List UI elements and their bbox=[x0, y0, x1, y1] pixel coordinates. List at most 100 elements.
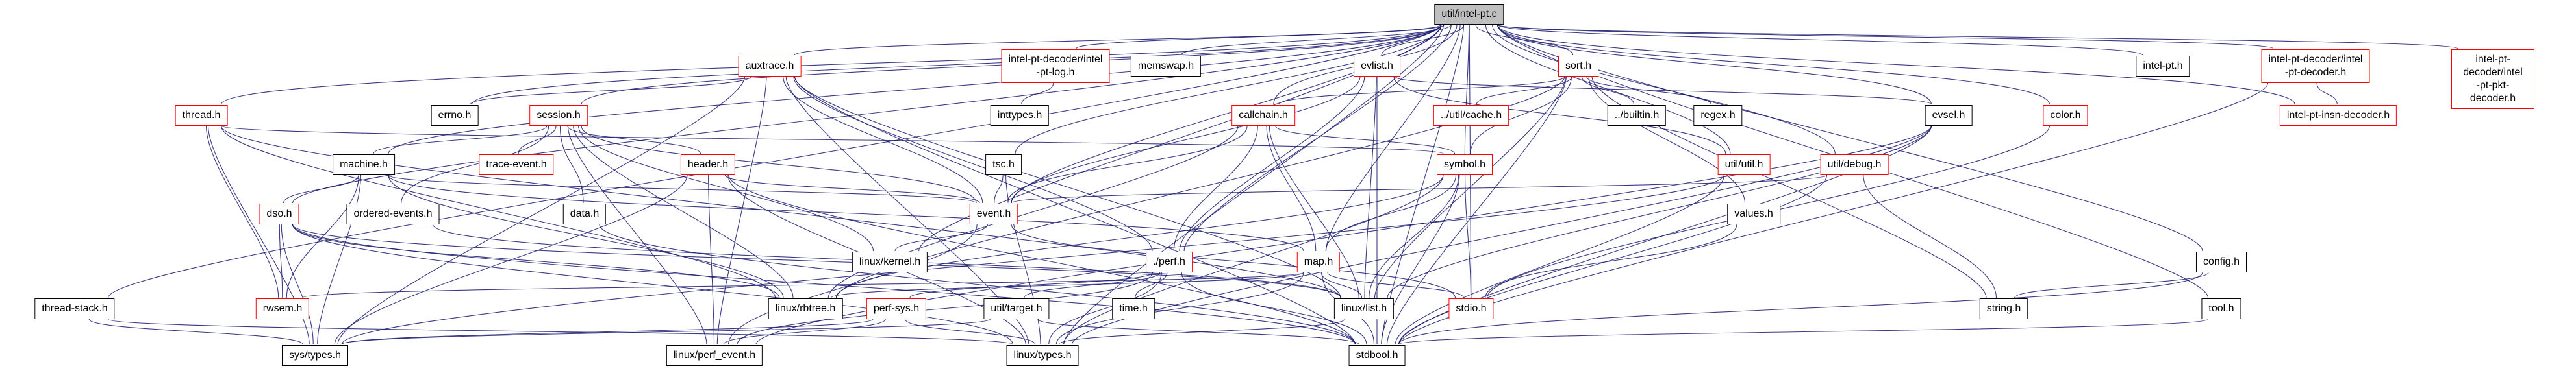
include-edge-evlist-event bbox=[1011, 76, 1361, 204]
include-edge-auxtrace-systypes bbox=[337, 76, 746, 345]
include-edge-session-ordered bbox=[401, 125, 549, 204]
include-edge-header-stdbool bbox=[728, 174, 1356, 345]
graph-node-perfh[interactable]: ./perf.h bbox=[1146, 252, 1193, 272]
include-edge-sort-string bbox=[1591, 76, 1987, 298]
include-edge-sort-stdbool bbox=[1386, 76, 1567, 345]
include-edge-sort-symbol bbox=[1470, 76, 1572, 154]
include-edge-map-lrbtree bbox=[830, 272, 1304, 298]
include-edge-machine-dso bbox=[283, 174, 359, 204]
include-edge-header-event bbox=[724, 174, 980, 204]
graph-node-iptdec[interactable]: intel-pt-decoder/intel -pt-decoder.h bbox=[2261, 49, 2370, 83]
graph-node-thread[interactable]: thread.h bbox=[175, 105, 228, 126]
include-edge-utilutil-stdbool bbox=[1395, 174, 1725, 345]
include-edge-target-systypes bbox=[341, 319, 991, 345]
include-edge-session-event bbox=[581, 125, 977, 204]
include-edge-root-lkernel bbox=[918, 24, 1442, 252]
include-edge-root-machine bbox=[388, 24, 1442, 154]
graph-node-rwsem[interactable]: rwsem.h bbox=[255, 298, 310, 319]
include-edge-root-config bbox=[1496, 24, 2203, 252]
graph-node-iptlog[interactable]: intel-pt-decoder/intel -pt-log.h bbox=[1001, 49, 1110, 83]
include-edge-thread-systypes bbox=[207, 125, 310, 345]
graph-node-evlist[interactable]: evlist.h bbox=[1354, 56, 1400, 77]
graph-node-traceevent[interactable]: trace-event.h bbox=[479, 154, 554, 175]
include-edge-utildebug-string bbox=[1863, 174, 1997, 298]
graph-node-ordered: ordered-events.h bbox=[346, 204, 440, 224]
graph-node-dso[interactable]: dso.h bbox=[259, 204, 299, 224]
include-edge-tool-stdbool bbox=[1398, 319, 2209, 345]
include-edge-utildebug-event bbox=[1011, 174, 1828, 204]
include-edge-sort-values bbox=[1588, 76, 1746, 204]
include-edge-thread-symbol bbox=[220, 125, 1444, 154]
graph-node-config: config.h bbox=[2195, 252, 2247, 272]
include-edge-perfh-stdbool bbox=[1181, 272, 1367, 345]
include-edge-auxtrace-perfh bbox=[793, 76, 1153, 252]
graph-node-systypes: sys/types.h bbox=[281, 345, 349, 366]
include-edge-callchain-event bbox=[1007, 125, 1248, 204]
include-edge-root-color bbox=[1496, 24, 2051, 105]
graph-node-iptpkt[interactable]: intel-pt-decoder/intel -pt-pkt-decoder.h bbox=[2451, 49, 2534, 109]
include-edge-event-stdio bbox=[1011, 224, 1456, 298]
include-edge-map-ltypes bbox=[1055, 272, 1304, 345]
include-edge-perfh-time bbox=[1135, 272, 1168, 298]
graph-node-utildebug[interactable]: util/debug.h bbox=[1820, 154, 1889, 175]
graph-node-utilutil[interactable]: util/util.h bbox=[1717, 154, 1771, 175]
graph-node-iptinsn[interactable]: intel-pt-insn-decoder.h bbox=[2279, 105, 2397, 126]
graph-node-map[interactable]: map.h bbox=[1296, 252, 1341, 272]
include-edge-root-intelpt bbox=[1496, 24, 2143, 56]
include-edge-auxtrace-llist bbox=[794, 76, 1341, 298]
graph-node-root: util/intel-pt.c bbox=[1434, 4, 1504, 25]
graph-node-callchain[interactable]: callchain.h bbox=[1231, 105, 1295, 126]
include-edge-root-ltypes bbox=[1063, 24, 1445, 345]
include-edge-root-tstack bbox=[107, 24, 1442, 298]
include-edge-tstack-ltypes bbox=[107, 319, 1014, 345]
graph-node-auxtrace[interactable]: auxtrace.h bbox=[738, 56, 802, 77]
graph-node-event[interactable]: event.h bbox=[969, 204, 1018, 224]
include-edge-auxtrace-lperfevent bbox=[716, 76, 767, 345]
include-edge-iptlog-inttypes bbox=[1021, 82, 1054, 105]
graph-node-ltypes: linux/types.h bbox=[1006, 345, 1079, 366]
include-edge-session-machine bbox=[373, 125, 548, 154]
include-edge-iptdec-iptinsn bbox=[2316, 82, 2338, 105]
graph-node-machine: machine.h bbox=[333, 154, 395, 175]
include-edge-symbol-ltypes bbox=[1063, 174, 1444, 345]
graph-node-memswap: memswap.h bbox=[1130, 56, 1202, 77]
graph-node-sort[interactable]: sort.h bbox=[1558, 56, 1599, 77]
include-edge-symbol-map bbox=[1325, 174, 1457, 252]
include-edge-symbol-llist bbox=[1369, 174, 1459, 298]
include-edge-auxtrace-event bbox=[783, 76, 983, 204]
graph-node-evsel: evsel.h bbox=[1925, 105, 1973, 126]
graph-node-cache[interactable]: ../util/cache.h bbox=[1433, 105, 1509, 126]
graph-node-color[interactable]: color.h bbox=[2043, 105, 2088, 126]
include-edge-utilutil-systypes bbox=[341, 174, 1725, 345]
include-edge-callchain-llist bbox=[1269, 125, 1359, 298]
graph-node-lrbtree: linux/rbtree.h bbox=[768, 298, 843, 319]
include-edge-target-stdbool bbox=[1037, 319, 1359, 345]
include-edge-event-lperfevent bbox=[727, 224, 978, 345]
include-edge-root-memswap bbox=[1180, 24, 1452, 56]
include-edge-perfsys-lperfevent bbox=[723, 319, 886, 345]
graph-node-header[interactable]: header.h bbox=[680, 154, 736, 175]
include-edge-callchain-perfh bbox=[1173, 125, 1258, 252]
include-edge-dso-lrbtree bbox=[292, 224, 780, 298]
include-edge-config-string bbox=[2014, 272, 2209, 298]
include-edge-dso-stdbool bbox=[292, 224, 1356, 345]
include-edge-values-stdio bbox=[1485, 224, 1737, 298]
include-edge-symbol-stdio bbox=[1465, 174, 1472, 298]
include-edge-root-evsel bbox=[1496, 24, 1932, 105]
graph-node-lperfevent: linux/perf_event.h bbox=[666, 345, 763, 366]
graph-node-stdio[interactable]: stdio.h bbox=[1448, 298, 1494, 319]
include-edge-root-auxtrace bbox=[794, 24, 1442, 56]
graph-node-values: values.h bbox=[1727, 204, 1780, 224]
include-edge-thread-rwsem bbox=[205, 125, 279, 298]
graph-node-perfsys[interactable]: perf-sys.h bbox=[866, 298, 927, 319]
include-edge-header-lperfevent bbox=[708, 174, 715, 345]
graph-node-intelpt: intel-pt.h bbox=[2136, 56, 2190, 77]
include-edge-root-iptdec bbox=[1496, 24, 2274, 49]
include-edge-machine-systypes bbox=[317, 174, 362, 345]
graph-node-symbol[interactable]: symbol.h bbox=[1436, 154, 1493, 175]
include-edge-root-iptinsn bbox=[1496, 24, 2295, 105]
include-edge-dso-ltypes bbox=[292, 224, 1014, 345]
include-edge-dso-systypes bbox=[281, 224, 314, 345]
graph-node-session[interactable]: session.h bbox=[529, 105, 588, 126]
